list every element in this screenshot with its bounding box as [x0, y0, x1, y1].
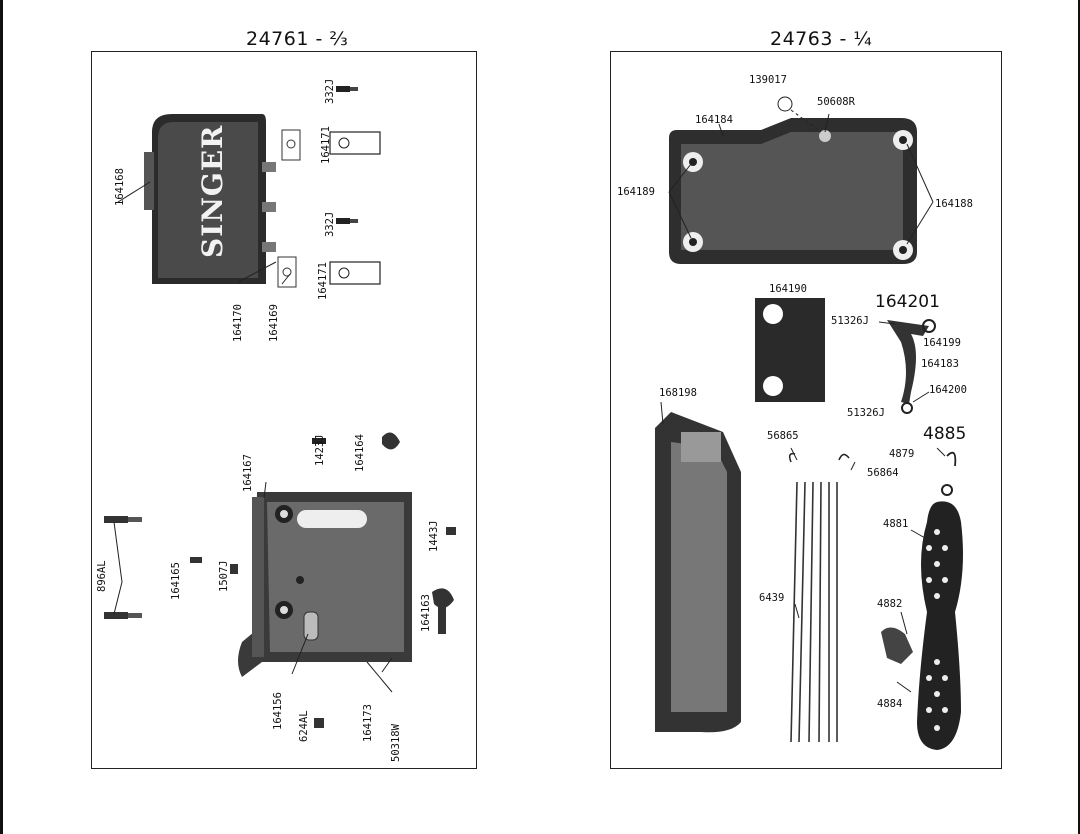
label-164200: 164200 — [929, 384, 967, 396]
label-164167: 164167 — [242, 454, 254, 492]
label-4882: 4882 — [877, 598, 903, 610]
label-4884: 4884 — [877, 698, 903, 710]
right-parts-panel: 139017 50608R 164184 164189 164188 16419… — [610, 51, 1002, 769]
label-896AL: 896AL — [96, 560, 108, 592]
label-332J-top: 332J — [324, 78, 336, 104]
label-50608R: 50608R — [817, 96, 855, 108]
label-4885: 4885 — [923, 424, 967, 444]
pedal-4881 — [917, 501, 963, 750]
left-page-title: 24761 - ⅔ — [246, 28, 349, 50]
label-164201: 164201 — [875, 292, 940, 312]
label-164171-top: 164171 — [320, 126, 332, 164]
singer-brand-text: SINGER — [196, 124, 229, 258]
scan-edge-left — [0, 0, 3, 834]
cover-plate-164184 — [669, 118, 917, 264]
face-cover-164168 — [144, 114, 276, 284]
label-164190: 164190 — [769, 283, 807, 295]
left-parts-illustration — [104, 86, 456, 728]
label-624AL: 624AL — [298, 710, 310, 742]
label-51326J-top: 51326J — [831, 315, 869, 327]
label-164199: 164199 — [923, 337, 961, 349]
label-164169: 164169 — [268, 304, 280, 342]
label-56864: 56864 — [867, 467, 899, 479]
label-164163: 164163 — [420, 594, 432, 632]
label-1423J: 1423J — [314, 434, 326, 466]
label-164170: 164170 — [232, 304, 244, 342]
label-164156: 164156 — [272, 692, 284, 730]
left-parts-panel: 164168 332J 164171 332J 164171 164170 16… — [91, 51, 477, 769]
label-164183: 164183 — [921, 358, 959, 370]
label-51326J-bottom: 51326J — [847, 407, 885, 419]
chains-6439 — [790, 481, 838, 743]
label-332J-bottom: 332J — [324, 211, 336, 237]
label-6439: 6439 — [759, 592, 785, 604]
label-164171-bottom: 164171 — [317, 262, 329, 300]
label-164189: 164189 — [617, 186, 655, 198]
label-1507J: 1507J — [218, 560, 230, 592]
right-parts-illustration — [655, 96, 963, 750]
slide-168198 — [655, 412, 741, 733]
label-50318W: 50318W — [390, 724, 402, 762]
label-164188: 164188 — [935, 198, 973, 210]
label-168198: 168198 — [659, 387, 697, 399]
scan-edge-right — [1078, 0, 1080, 834]
label-164164: 164164 — [354, 434, 366, 472]
label-164165: 164165 — [170, 562, 182, 600]
right-page-title: 24763 - ¼ — [770, 28, 873, 50]
label-4881: 4881 — [883, 518, 909, 530]
label-56865: 56865 — [767, 430, 799, 442]
label-164184: 164184 — [695, 114, 733, 126]
label-4879: 4879 — [889, 448, 915, 460]
label-1443J: 1443J — [428, 520, 440, 552]
label-164168: 164168 — [114, 168, 126, 206]
label-139017: 139017 — [749, 74, 787, 86]
plate-164157 — [238, 492, 412, 677]
label-164173: 164173 — [362, 704, 374, 742]
